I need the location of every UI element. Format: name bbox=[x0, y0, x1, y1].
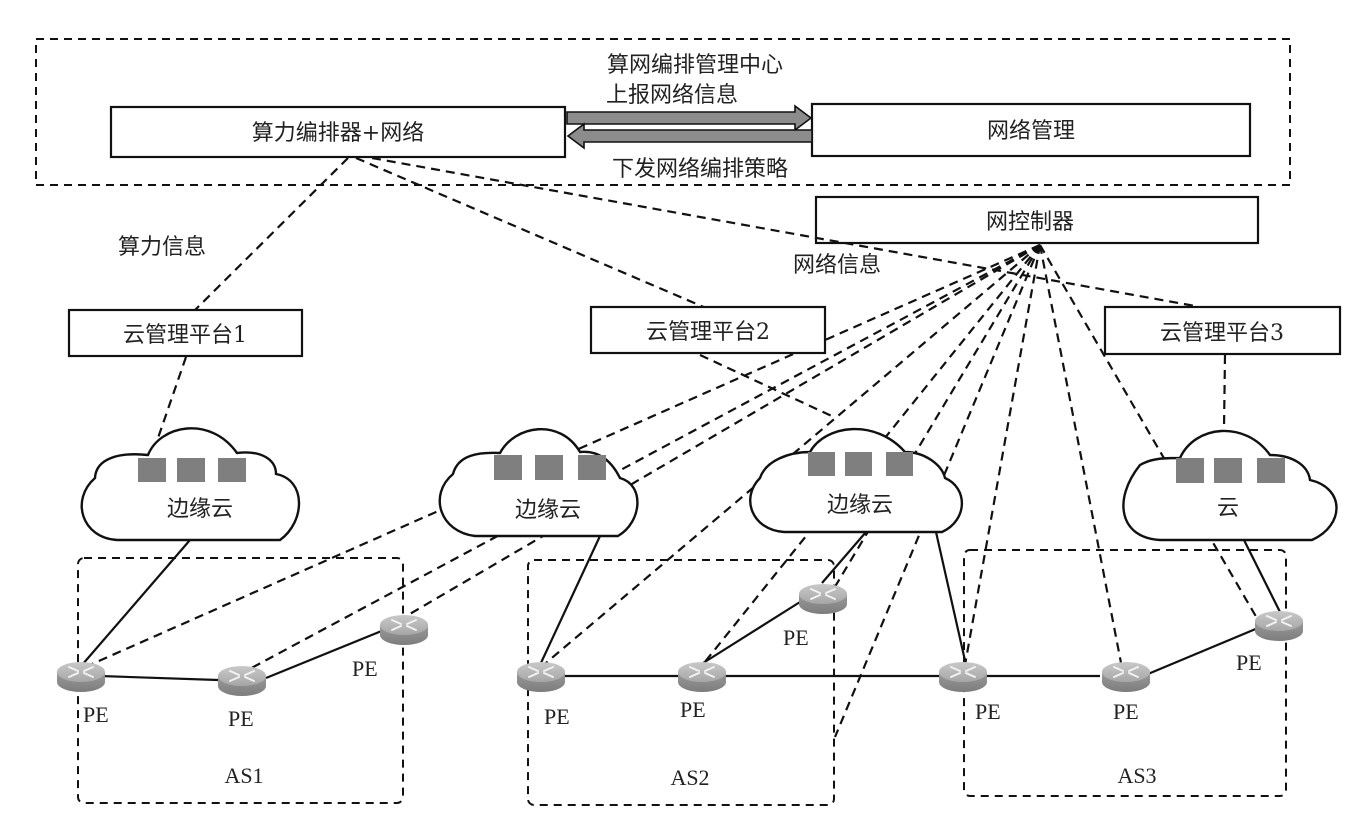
orchestrator-label: 算力编排器+网络 bbox=[252, 121, 424, 146]
edge-cloud-1-label: 边缘云 bbox=[167, 497, 233, 522]
link-ctrl-as3-pe1 bbox=[963, 244, 1042, 666]
network-management-box[interactable] bbox=[810, 102, 1252, 158]
compute-info-annotation: 算力信息 bbox=[118, 235, 206, 260]
router-as2-2[interactable]: PE bbox=[677, 661, 727, 722]
vm-block-icon bbox=[177, 458, 205, 482]
router-as2-3[interactable]: PE bbox=[783, 583, 848, 650]
router-as1-3[interactable]: PE bbox=[352, 614, 429, 681]
router-as1-2[interactable]: PE bbox=[217, 665, 267, 731]
link-ctrl-as3-pe2 bbox=[1038, 244, 1124, 669]
router-label: PE bbox=[544, 704, 570, 729]
vm-block-icon bbox=[1214, 458, 1242, 483]
controller-links bbox=[82, 243, 1259, 738]
link-ctrl-as3-pe3 bbox=[1039, 244, 1259, 621]
link-ctrl-as2-pe1 bbox=[539, 244, 1041, 669]
cloud-platform-2-label: 云管理平台2 bbox=[646, 320, 770, 345]
report-arrow-icon bbox=[566, 104, 813, 132]
central-cloud-label: 云 bbox=[1217, 496, 1239, 521]
dispatch-arrow-icon bbox=[566, 122, 813, 150]
router-label: PE bbox=[783, 625, 809, 650]
router-label: PE bbox=[680, 697, 706, 722]
vm-block-icon bbox=[1176, 458, 1204, 483]
vm-block-icon bbox=[1257, 458, 1285, 483]
report-network-info-label: 上报网络信息 bbox=[606, 83, 738, 108]
router-as3-2[interactable]: PE bbox=[1101, 661, 1151, 724]
orchestrator-links bbox=[192, 156, 1196, 313]
router-as3-3[interactable]: PE bbox=[1236, 610, 1304, 675]
cloud-platform-1-label: 云管理平台1 bbox=[123, 323, 247, 348]
edge-cloud-3-label: 边缘云 bbox=[827, 493, 893, 518]
cloud-platform-2[interactable] bbox=[589, 305, 827, 355]
edge-cloud-2[interactable]: 边缘云 bbox=[438, 427, 639, 538]
router-label: PE bbox=[1236, 650, 1262, 675]
router-label: PE bbox=[1113, 699, 1139, 724]
vm-block-icon bbox=[218, 458, 246, 482]
link-ctrl-as2-pe3 bbox=[829, 244, 1041, 596]
router-label: PE bbox=[83, 702, 109, 727]
router-icon bbox=[938, 661, 988, 693]
router-icon bbox=[56, 661, 106, 693]
router-icon bbox=[1254, 610, 1304, 642]
edge-cloud-1[interactable]: 边缘云 bbox=[80, 427, 301, 542]
as2-label: AS2 bbox=[670, 765, 709, 790]
cloud-platform-3-label: 云管理平台3 bbox=[1160, 321, 1284, 346]
link-ctrl-as1-pe3 bbox=[402, 244, 1041, 619]
router-icon bbox=[798, 583, 848, 615]
link-ctrl-as1-pe2 bbox=[243, 244, 1041, 673]
router-icon bbox=[677, 661, 727, 693]
router-label: PE bbox=[228, 706, 254, 731]
link-orch-platform1 bbox=[192, 157, 349, 313]
vm-block-icon bbox=[535, 455, 563, 480]
router-as2-1[interactable]: PE bbox=[516, 661, 570, 729]
vm-block-icon bbox=[808, 452, 835, 476]
router-as1-1[interactable]: PE bbox=[56, 661, 109, 727]
vm-block-icon bbox=[845, 452, 872, 476]
orchestrator-box[interactable] bbox=[109, 105, 567, 159]
orchestration-center-title: 算网编排管理中心 bbox=[607, 53, 783, 78]
edge-cloud-3[interactable]: 边缘云 bbox=[749, 427, 964, 534]
central-cloud[interactable]: 云 bbox=[1122, 429, 1338, 542]
vm-block-icon bbox=[138, 458, 166, 482]
physical-links bbox=[81, 531, 1281, 682]
network-management-label: 网络管理 bbox=[987, 119, 1075, 144]
network-controller-label: 网控制器 bbox=[986, 210, 1074, 235]
network-info-annotation: 网络信息 bbox=[793, 253, 881, 278]
router-icon bbox=[379, 614, 429, 646]
dispatch-policy-label: 下发网络编排策略 bbox=[612, 157, 788, 182]
network-controller-box[interactable] bbox=[814, 195, 1260, 245]
link-orch-platform2 bbox=[355, 156, 707, 310]
edge-cloud-2-label: 边缘云 bbox=[515, 498, 581, 523]
vm-block-icon bbox=[494, 455, 522, 480]
router-as3-1[interactable]: PE bbox=[938, 661, 1001, 724]
link-platform3-cloud4 bbox=[1222, 354, 1227, 429]
router-icon bbox=[1101, 661, 1151, 693]
cloud-platform-1[interactable] bbox=[67, 308, 304, 358]
link-ctrl-as1-pe1 bbox=[82, 243, 1041, 670]
link-orch-platform3 bbox=[371, 156, 1196, 308]
router-label: PE bbox=[975, 699, 1001, 724]
as1-label: AS1 bbox=[224, 763, 263, 788]
router-icon bbox=[516, 661, 566, 693]
vm-block-icon bbox=[578, 455, 606, 480]
as3-label: AS3 bbox=[1117, 763, 1156, 788]
link-platform1-cloud1 bbox=[156, 356, 188, 439]
router-label: PE bbox=[352, 656, 378, 681]
router-icon bbox=[217, 665, 267, 697]
as2-region bbox=[527, 559, 835, 806]
cloud-platform-3[interactable] bbox=[1103, 305, 1342, 356]
as1-region bbox=[77, 557, 404, 804]
vm-block-icon bbox=[886, 452, 913, 476]
link-platform2-cloud3 bbox=[699, 354, 837, 419]
